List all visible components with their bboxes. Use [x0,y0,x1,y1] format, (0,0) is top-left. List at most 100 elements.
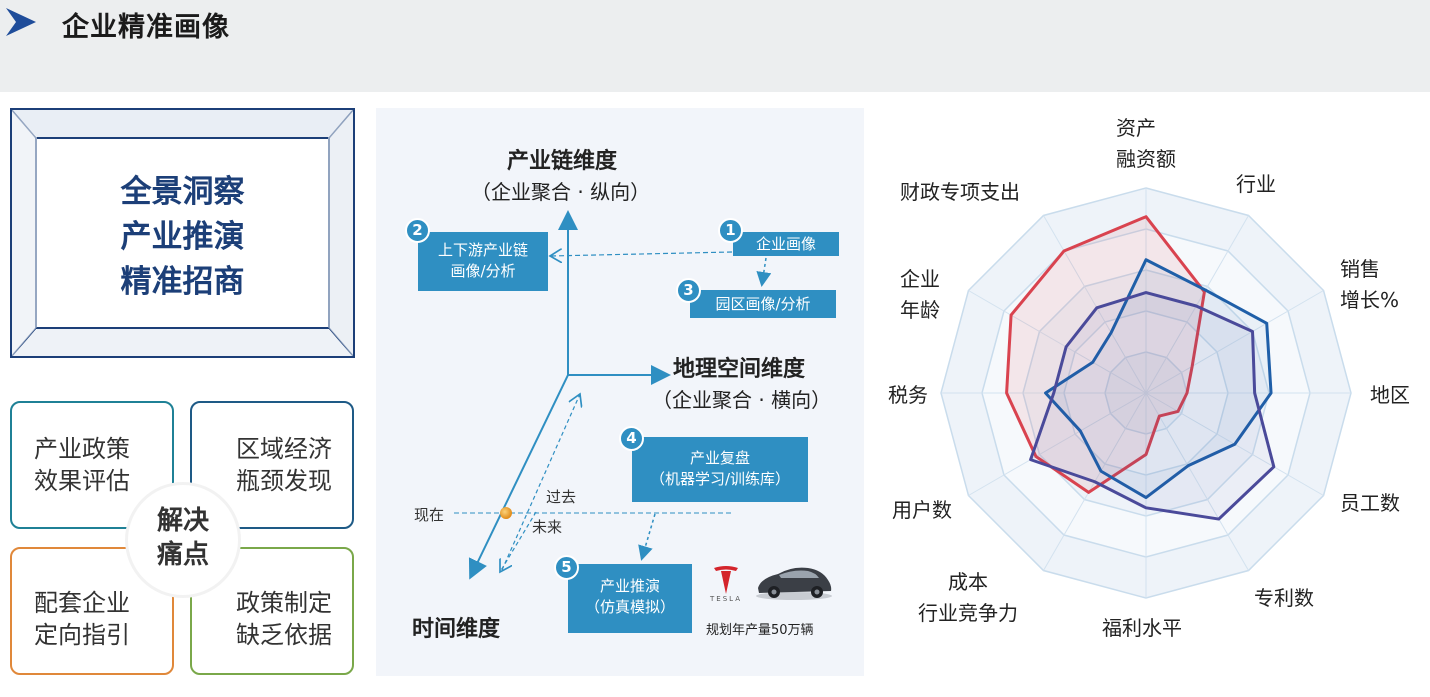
pain-point-supporting-enterprises: 配套企业定向指引 [10,547,174,675]
radar-axis-label: 行业 [1236,169,1276,200]
summary-frame [10,108,355,358]
vertical-axis-title: 产业链维度 [507,149,618,174]
radar-svg [940,187,1352,599]
radar-chart: 资产融资额行业销售增长% 地区员工数专利数福利水平 成本行业竞争力 用户数 税务 企业年龄… [870,105,1430,693]
step-4-box: 产业复盘 （机器学习/训练库） [632,437,808,502]
time-axis-arrow [468,374,569,580]
diagram-lines [454,210,832,600]
pain-point-policy-evaluation: 产业政策效果评估 [10,401,174,529]
radar-axis-label-line: 成本 [948,570,988,594]
tesla-wordmark: TESLA [710,595,742,603]
past-arrow [501,394,580,571]
radar-spoke [1043,215,1147,394]
radar-axis-label: 地区 [1370,380,1410,411]
radar-axis-label: 福利水平 [1102,613,1182,644]
header-bar: 企业精准画像 [0,0,1430,92]
past-label: 过去 [546,488,577,506]
summary-line: 精准招商 [120,264,245,300]
pain-point-regional-bottleneck: 区域经济瓶颈发现 [190,401,354,529]
center-line: 痛点 [156,540,209,570]
step-3-label: 园区画像/分析 [715,295,811,313]
pain-point-line: 缺乏依据 [236,621,332,649]
radar-spoke [968,392,1147,496]
step-2-box: 上下游产业链 画像/分析 [418,232,548,291]
radar-axis-label-line: 地区 [1370,383,1410,407]
step-2-line: 上下游产业链 [437,241,528,259]
now-dot [500,507,512,519]
pain-point-line: 效果评估 [34,467,130,495]
vertical-axis-subtitle: （企业聚合 · 纵向） [471,180,651,204]
now-label: 现在 [414,506,445,524]
step-4-line: （机器学习/训练库） [649,470,791,488]
step-3-box: 园区画像/分析 [690,290,836,318]
radar-axis-label-line: 专利数 [1254,586,1314,610]
radar-axis-label: 成本行业竞争力 [918,567,1018,629]
pain-points-center: 解决 痛点 [128,485,238,595]
radar-series-1 [1005,215,1206,494]
step-1-badge: 1 [718,218,743,243]
radar-series-3 [1029,291,1276,521]
tesla-caption: 规划年产量50万辆 [706,623,814,638]
step4-to-step5-arrow [638,513,656,561]
center-line: 解决 [156,506,209,536]
step-5-badge: 5 [554,555,579,580]
radar-axis-label-line: 财政专项支出 [900,180,1020,204]
step-4-line: 产业复盘 [689,449,750,467]
car-icon [756,567,832,600]
radar-axis-label: 员工数 [1340,488,1400,519]
step-5-line: （仿真模拟） [584,598,675,616]
horizontal-axis-title: 地理空间维度 [673,357,806,382]
radar-axis-label-line: 福利水平 [1102,616,1182,640]
radar-axis-label-line: 行业 [1236,172,1276,196]
step-5-box: 产业推演 （仿真模拟） [568,564,692,633]
pain-point-line: 产业政策 [34,435,130,463]
step-2-line: 画像/分析 [450,262,516,280]
pain-point-line: 配套企业 [34,589,130,617]
tesla-logo-icon [714,566,738,594]
step-4-badge: 4 [619,426,644,451]
step1-to-step3-arrow [756,257,772,287]
future-label: 未来 [532,518,563,536]
radar-axis-label-line: 融资额 [1116,147,1176,171]
radar-axis-label: 财政专项支出 [900,177,1020,208]
radar-axis-label-line: 年龄 [900,298,940,322]
pain-point-line: 瓶颈发现 [236,467,332,495]
radar-axis-label-line: 员工数 [1340,491,1400,515]
summary-text: 全景洞察 产业推演 精准招商 [10,170,355,305]
radar-series-2 [1044,258,1273,500]
radar-axis-label: 销售增长% [1340,254,1399,316]
step-1-label: 企业画像 [755,235,816,253]
radar-spoke [1145,215,1249,394]
horizontal-axis-subtitle: （企业聚合 · 横向） [652,388,832,412]
step-3-badge: 3 [676,278,701,303]
summary-line: 全景洞察 [120,174,245,210]
chevron-right-icon [6,8,36,36]
future-arrow [500,511,537,572]
step-2-badge: 2 [405,218,430,243]
page-title: 企业精准画像 [62,12,230,43]
radar-spoke [1145,290,1324,394]
time-axis-title: 时间维度 [412,617,501,642]
radar-spoke [1145,392,1249,571]
radar-axis-label: 专利数 [1254,583,1314,614]
pain-point-policy-basis: 政策制定缺乏依据 [190,547,354,675]
pain-point-line: 区域经济 [236,435,332,463]
radar-axis-label-line: 行业竞争力 [918,601,1018,625]
pain-point-line: 政策制定 [236,589,332,617]
dimension-diagram: 产业链维度 （企业聚合 · 纵向） 地理空间维度 （企业聚合 · 横向） 时间维… [376,108,864,676]
radar-axis-label: 资产融资额 [1116,113,1176,175]
radar-axis-label-line: 增长% [1340,288,1400,312]
step1-to-step2-arrow [550,252,733,256]
radar-axis-label-line: 资产 [1116,116,1156,140]
radar-axis-label: 税务 [888,380,928,411]
radar-spoke [968,290,1147,394]
radar-axis-label-line: 用户数 [892,498,952,522]
radar-axis-label: 企业年龄 [900,264,940,326]
summary-line: 产业推演 [120,219,245,255]
pain-point-line: 定向指引 [34,621,130,649]
radar-axis-label: 用户数 [892,495,952,526]
radar-axis-label-line: 销售 [1340,257,1380,281]
step-1-box: 企业画像 [733,232,839,256]
radar-axis-label-line: 税务 [888,383,928,407]
radar-axis-label-line: 企业 [900,267,940,291]
